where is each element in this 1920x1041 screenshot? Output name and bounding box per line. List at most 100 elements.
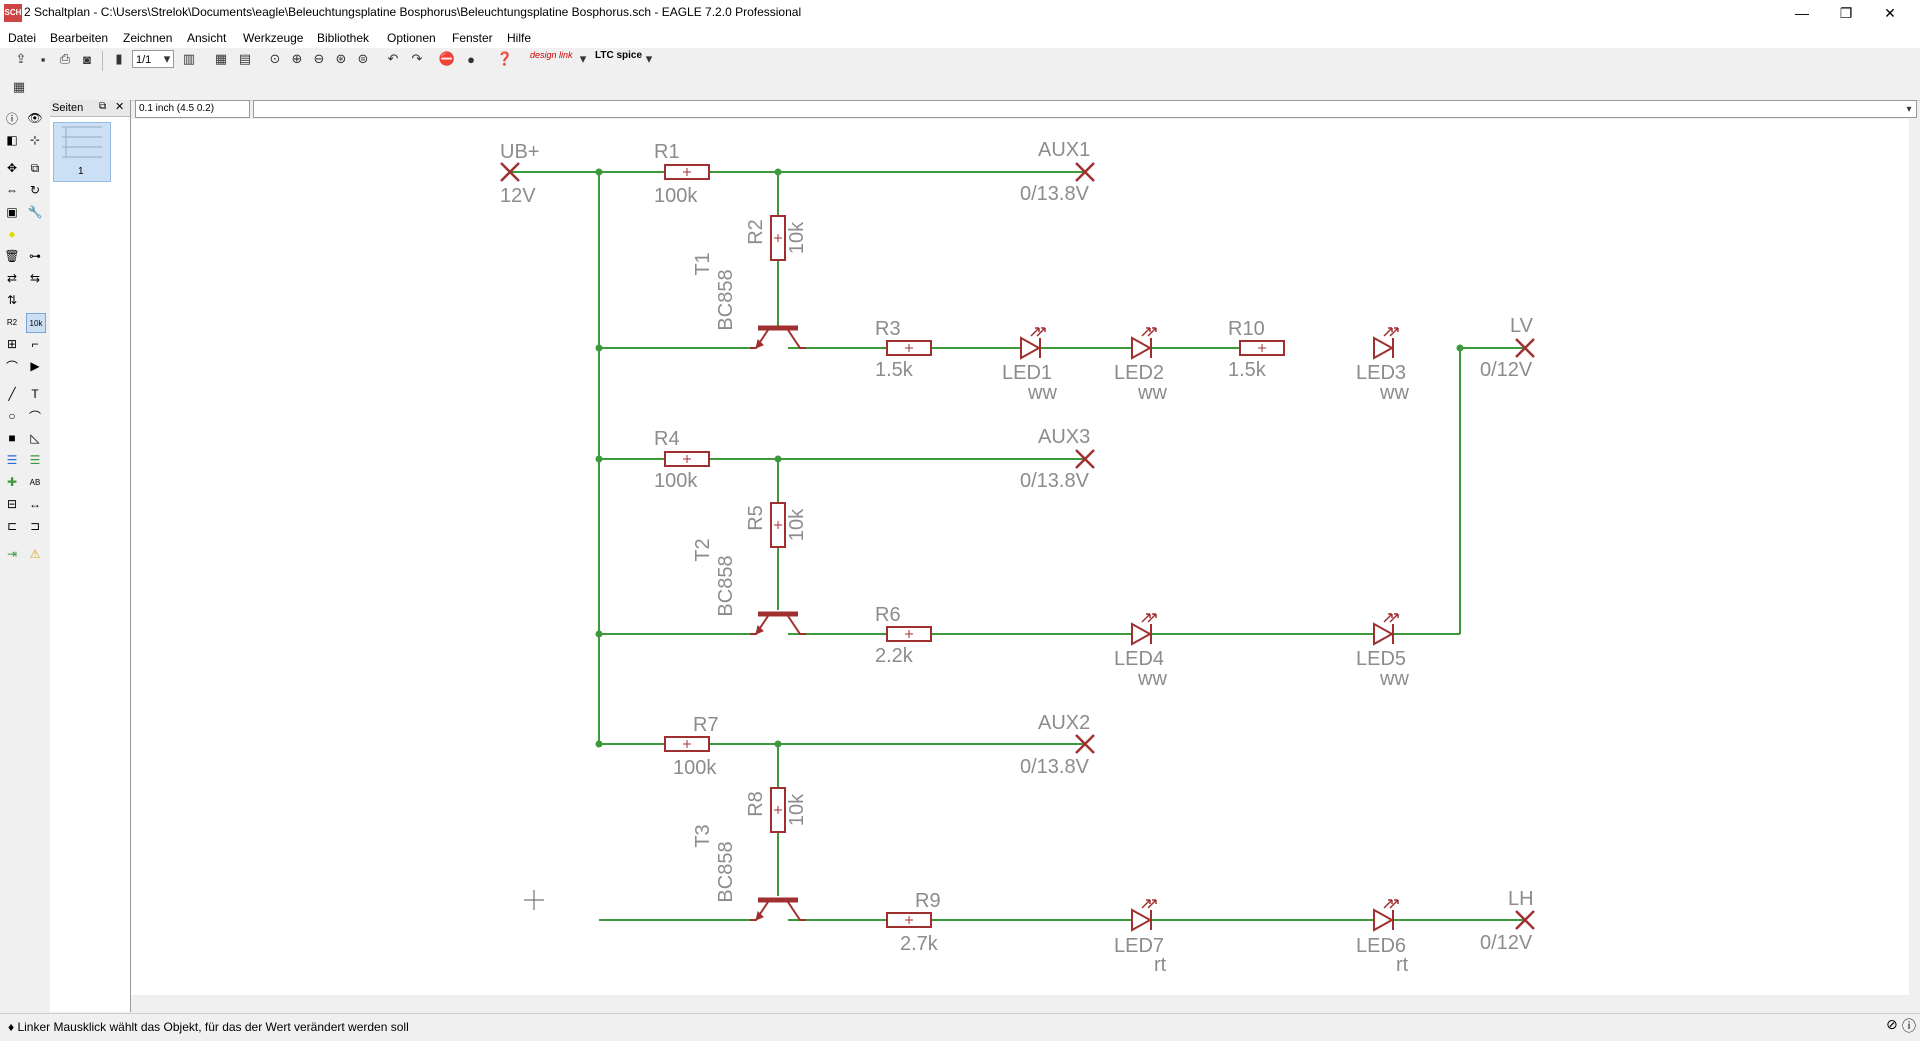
rotate-icon[interactable]: ↻ [29,183,41,197]
info-icon[interactable]: ⓘ [1902,1018,1916,1034]
show-icon[interactable]: 👁 [27,111,43,125]
save-icon[interactable]: ▪ [40,51,46,67]
polygon-icon[interactable]: ◺ [30,431,40,445]
gateswap-icon[interactable]: ⇆ [29,271,41,285]
mark-icon[interactable]: ⊹ [29,133,41,147]
menu-hilfe[interactable]: Hilfe [507,31,532,45]
junction-dot [595,740,603,748]
group-icon[interactable]: ▣ [6,205,18,219]
arc-icon[interactable]: ⌒ [28,409,41,424]
value-icon[interactable]: 10k [26,313,46,333]
label-r4: R4 [654,428,680,450]
sheet-icon[interactable]: ▮ [115,51,123,66]
undock-icon[interactable]: ⧉ [99,101,107,112]
command-input[interactable] [253,100,1917,118]
bus-icon[interactable]: ☰ [6,453,18,467]
delete-icon[interactable]: 🗑 [4,249,20,263]
wire-icon[interactable]: ╱ [8,387,16,401]
designlink-button[interactable]: design link [530,50,573,60]
erc-icon[interactable]: ⇥ [6,547,18,561]
chevron-down-icon[interactable]: ▾ [163,51,171,66]
status-bar [0,1013,1920,1041]
rect-icon[interactable]: ■ [8,431,16,445]
sheet-select[interactable]: 1/1 [132,50,174,68]
miter-icon[interactable]: ⌐ [31,337,39,351]
stop-icon[interactable]: ⛔ [438,51,456,66]
menu-datei[interactable]: Datei [8,31,37,45]
zoom-in-icon[interactable]: ⊕ [291,51,303,66]
zoom-fit-icon[interactable]: ⊙ [269,51,281,66]
menu-zeichnen[interactable]: Zeichnen [123,31,173,45]
net-icon[interactable]: ☰ [29,453,41,467]
zoom-redraw-icon[interactable]: ⊛ [335,51,347,66]
smash-icon[interactable]: ⊞ [6,337,18,351]
board-icon[interactable]: ▦ [214,51,228,66]
display-icon[interactable]: ◧ [6,133,18,147]
invoke-icon[interactable]: ▶ [30,359,40,373]
dimension-icon[interactable]: ↔ [29,497,41,511]
close-icon[interactable]: ✕ [115,101,125,113]
close-button[interactable]: ✕ [1884,5,1896,21]
menu-werkzeuge[interactable]: Werkzeuge [243,31,304,45]
menu-fenster[interactable]: Fenster [452,31,493,45]
errors-icon[interactable]: ⚠ [29,547,41,561]
split-icon[interactable]: ⌒ [5,359,18,374]
stop-icon[interactable]: ⊘ [1886,1016,1898,1032]
zoom-out-icon[interactable]: ⊖ [313,51,325,66]
cam-icon[interactable]: ◙ [83,51,91,67]
module-icon[interactable]: ⊐ [29,519,41,533]
ulp-icon[interactable]: ▤ [238,51,252,66]
menu-ansicht[interactable]: Ansicht [187,31,227,45]
ltspice-button[interactable]: LTC spice [595,50,643,61]
led-led1 [1020,336,1042,360]
grid-icon[interactable]: ▦ [12,79,26,94]
transistor-t1-collector [787,329,806,349]
label-led5: LED5 [1356,648,1406,670]
add-icon[interactable]: ⊶ [29,249,41,263]
replace-icon[interactable]: ⇅ [6,293,18,307]
info-icon[interactable]: ⓘ [5,111,18,126]
chevron-down-icon[interactable]: ▾ [645,51,653,66]
mirror-icon[interactable]: ⇔ [6,183,18,197]
menu-bearbeiten[interactable]: Bearbeiten [50,31,109,45]
minimize-button[interactable]: — [1795,5,1809,21]
label-r7: R7 [693,714,719,736]
page-thumbnail[interactable] [53,122,111,182]
grid-toolbar [0,76,1920,101]
cursor-crosshair [524,890,544,910]
open-icon[interactable]: ⇪ [15,51,27,66]
junction-icon[interactable]: ✚ [6,475,18,489]
copy-icon[interactable]: ⧉ [30,160,40,175]
vertical-scrollbar[interactable] [1909,119,1920,995]
print-icon[interactable]: ⎙ [59,51,71,66]
undo-icon[interactable]: ↶ [387,51,399,66]
label-icon[interactable]: AB [29,477,41,487]
restore-button[interactable]: ❐ [1839,5,1853,21]
transistor-t3-collector [787,901,806,921]
pinswap-icon[interactable]: ⇄ [6,271,18,285]
junction-dot [774,740,782,748]
script-icon[interactable]: ▥ [182,51,196,66]
label-r4-val: 100k [654,470,698,492]
attribute-icon[interactable]: ⊟ [6,497,18,511]
led-led4-emission [1141,613,1157,623]
circle-icon[interactable]: ○ [8,409,16,423]
change-icon[interactable]: 🔧 [27,205,43,219]
zoom-select-icon[interactable]: ⊜ [357,51,369,66]
chevron-down-icon[interactable]: ▾ [579,51,587,66]
menu-optionen[interactable]: Optionen [387,31,436,45]
label-r8-val: 10k [786,793,808,826]
horizontal-scrollbar[interactable] [131,995,1909,1011]
text-icon[interactable]: T [31,387,39,401]
menu-bibliothek[interactable]: Bibliothek [317,31,370,45]
paste-icon[interactable]: ● [8,227,16,241]
chevron-down-icon[interactable]: ▾ [1906,103,1912,115]
help-icon[interactable]: ❓ [496,51,514,66]
frame-icon[interactable]: ⊏ [6,519,18,533]
move-icon[interactable]: ✥ [6,161,18,175]
name-icon[interactable]: R2 [6,317,18,327]
go-icon[interactable]: ● [467,51,475,67]
redo-icon[interactable]: ↷ [411,51,423,66]
label-r10: R10 [1228,318,1265,340]
